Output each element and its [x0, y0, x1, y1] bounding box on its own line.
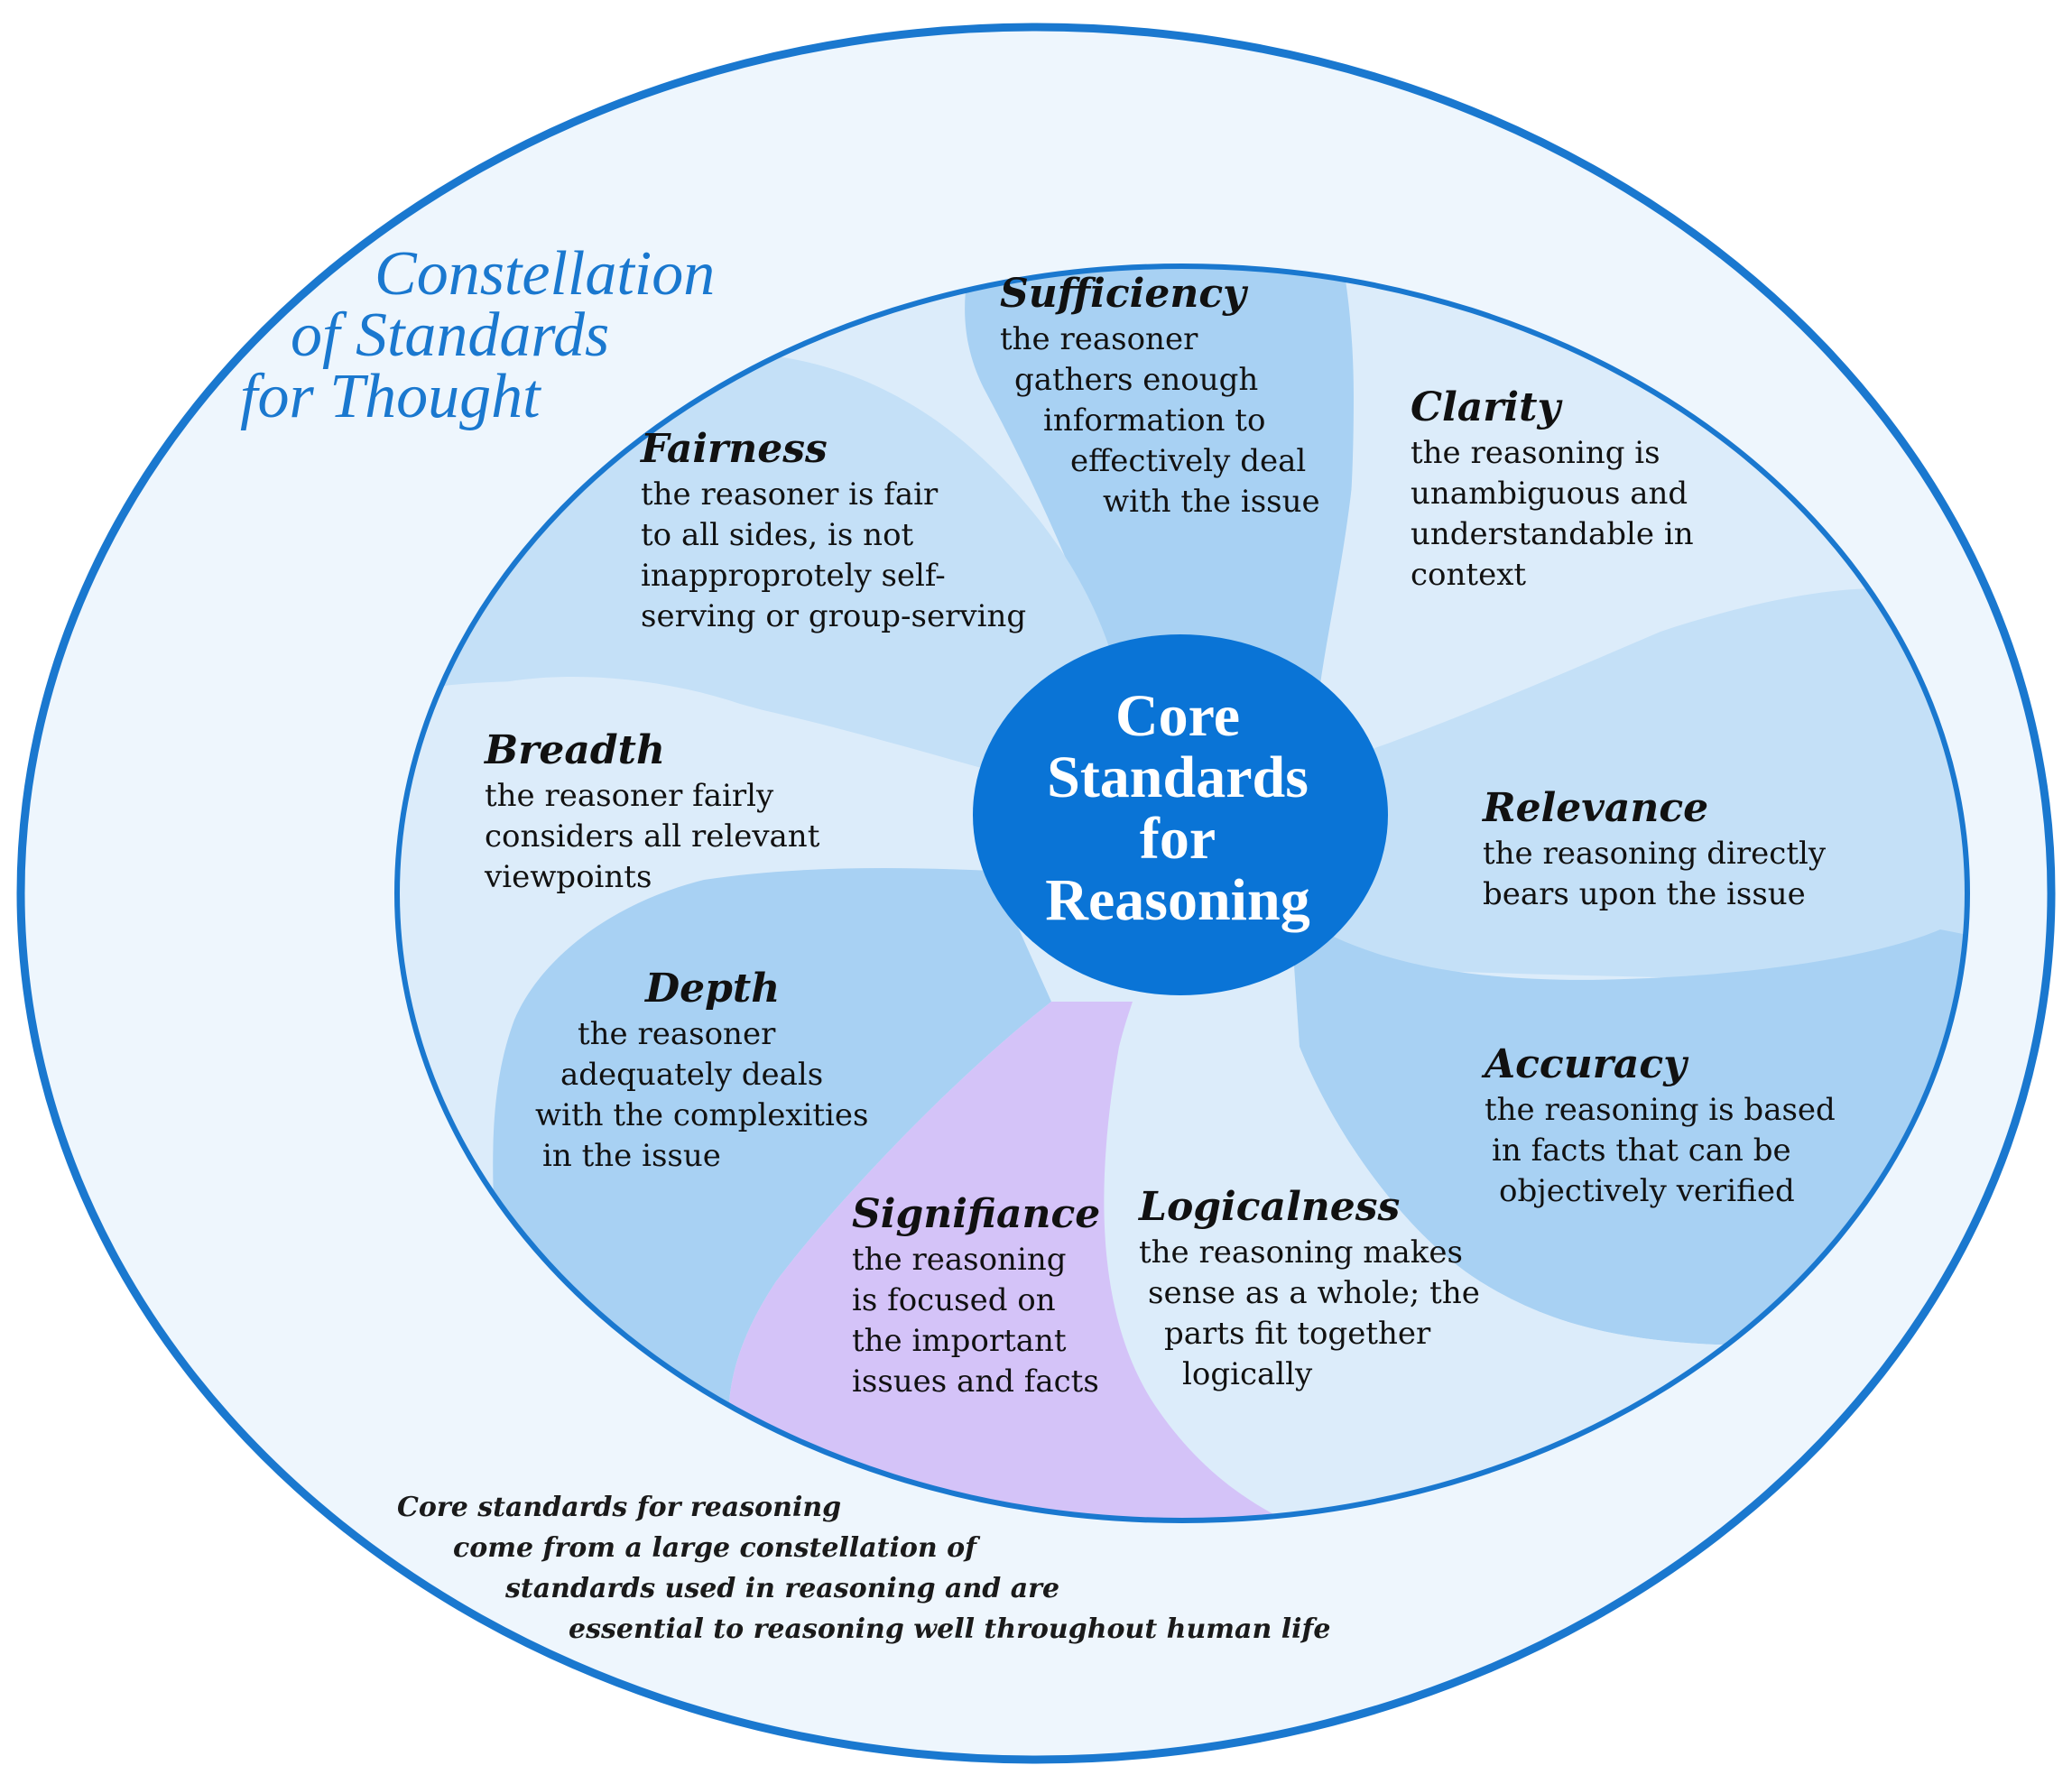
standard-name: Depth	[645, 966, 781, 1012]
standard-desc-line: unambiguous and	[1411, 476, 1688, 512]
caption-line-1: Core standards for reasoning	[397, 1492, 842, 1523]
standard-name: Breadth	[485, 727, 665, 773]
standard-logicalness: Logicalness the reasoning makes sense as…	[1139, 1182, 1480, 1395]
caption-line-2: come from a large constellation of	[453, 1532, 977, 1564]
standard-name: Clarity	[1411, 384, 1561, 430]
standard-desc-line: is focused on	[852, 1282, 1056, 1318]
standard-desc-line: in the issue	[542, 1138, 721, 1174]
standard-desc-line: the reasoning directly	[1483, 836, 1827, 872]
standard-name: Sufficiency	[1000, 271, 1246, 317]
petal-signifiance	[722, 1002, 1318, 1521]
standard-fairness: Fairness the reasoner is fair to all sid…	[641, 424, 1026, 637]
standard-name: Logicalness	[1139, 1184, 1401, 1230]
caption-line-4: essential to reasoning well throughout h…	[569, 1613, 1331, 1645]
standard-name: Signifiance	[852, 1191, 1101, 1237]
outer-title-line-3: for Thought	[240, 362, 541, 431]
caption: Core standards for reasoning come from a…	[397, 1487, 1331, 1650]
standard-desc-line: the reasoner fairly	[485, 778, 774, 814]
standard-desc-line: the reasoning is	[1411, 435, 1660, 471]
petal-sufficiency	[965, 266, 1364, 735]
caption-line-3: standards used in reasoning and are	[505, 1573, 1060, 1604]
standard-desc-line: effectively deal	[1070, 443, 1307, 479]
core-title-line-1: Core	[1115, 683, 1241, 749]
petal-accuracy	[1290, 911, 1967, 1345]
standard-desc-line: the reasoner is fair	[641, 476, 939, 513]
standard-name: Relevance	[1483, 785, 1709, 831]
standard-desc-line: context	[1411, 557, 1527, 593]
standard-depth: Depth the reasoner adequately deals with…	[535, 964, 869, 1177]
core-title-line-3: for	[1139, 806, 1216, 872]
petal-breadth	[397, 681, 1011, 1002]
standard-desc-line: the reasoner	[1000, 321, 1198, 357]
standard-desc-line: issues and facts	[852, 1363, 1099, 1400]
standard-desc-line: the reasoning	[852, 1242, 1067, 1278]
standard-desc-line: the reasoner	[578, 1016, 776, 1052]
standard-desc-line: adequately deals	[560, 1057, 824, 1093]
standard-signifiance: Signifiance the reasoning is focused on …	[852, 1189, 1100, 1402]
outer-title-line-1: Constellation	[375, 239, 716, 309]
standard-name: Accuracy	[1485, 1041, 1687, 1087]
standard-desc-line: the important	[852, 1323, 1067, 1359]
standard-breadth: Breadth the reasoner fairly considers al…	[485, 726, 819, 898]
standard-desc-line: sense as a whole; the	[1148, 1275, 1480, 1311]
outer-title: Constellation of Standards for Thought	[226, 239, 767, 431]
standard-desc-line: bears upon the issue	[1483, 876, 1806, 912]
standard-desc-line: to all sides, is not	[641, 517, 914, 553]
outer-title-line-2: of Standards	[291, 300, 610, 370]
standard-desc-line: parts fit together	[1164, 1316, 1431, 1352]
standard-name: Fairness	[641, 426, 828, 472]
core-title: Core Standards for Reasoning	[970, 686, 1385, 931]
core-title-line-4: Reasoning	[1045, 867, 1310, 933]
standard-desc-line: the reasoning makes	[1139, 1234, 1463, 1271]
standard-desc-line: with the complexities	[535, 1097, 869, 1133]
standard-desc-line: the reasoning is based	[1485, 1092, 1836, 1128]
standard-accuracy: Accuracy the reasoning is based in facts…	[1485, 1040, 1836, 1212]
petal-relevance	[1290, 588, 1967, 981]
inner-reasoning-ellipse	[394, 263, 1970, 1523]
petal-logicalness	[1104, 1047, 1715, 1521]
standard-desc-line: with the issue	[1103, 484, 1320, 520]
standard-clarity: Clarity the reasoning is unambiguous and…	[1411, 383, 1694, 596]
standard-desc-line: information to	[1043, 402, 1266, 439]
standard-desc-line: considers all relevant	[485, 818, 820, 855]
standard-desc-line: objectively verified	[1499, 1173, 1795, 1209]
standard-desc-line: in facts that can be	[1492, 1132, 1791, 1169]
standard-desc-line: inapproprotely self-	[641, 558, 946, 594]
standard-desc-line: logically	[1182, 1356, 1313, 1392]
standard-desc-line: gathers enough	[1014, 362, 1259, 398]
standard-desc-line: understandable in	[1411, 516, 1694, 552]
standard-desc-line: serving or group-serving	[641, 598, 1027, 634]
standard-relevance: Relevance the reasoning directly bears u…	[1483, 783, 1826, 915]
petal-depth	[493, 868, 1051, 1444]
standard-desc-line: viewpoints	[485, 859, 652, 895]
core-circle	[973, 634, 1388, 995]
core-title-line-2: Standards	[1047, 744, 1309, 810]
standard-sufficiency: Sufficiency the reasoner gathers enough …	[1000, 269, 1320, 522]
